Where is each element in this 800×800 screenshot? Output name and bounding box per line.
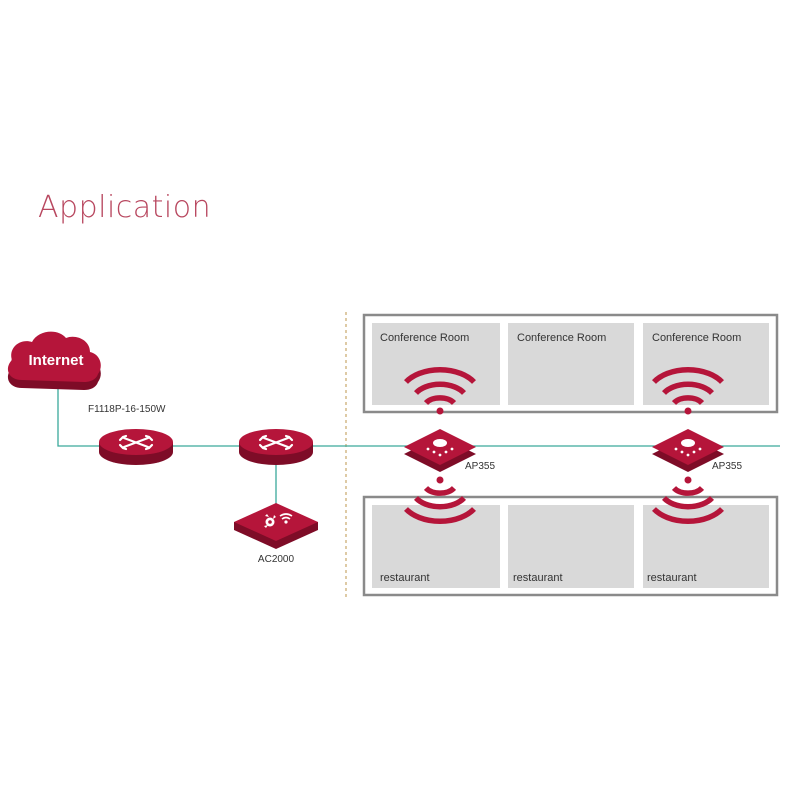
switch-icon	[99, 429, 173, 465]
room-conference-1	[372, 323, 500, 405]
internet-cloud: Internet	[7, 331, 101, 390]
wifi-signal-dot	[684, 407, 692, 415]
room-label-conference-2: Conference Room	[517, 332, 606, 344]
wifi-signal-icon	[404, 366, 476, 406]
page-title: Application	[38, 190, 212, 225]
ap-left	[404, 429, 476, 472]
core-switch	[239, 429, 313, 465]
room-label-restaurant-1: restaurant	[380, 572, 430, 584]
cloud-icon	[7, 331, 101, 390]
wifi-signal-dot	[684, 476, 692, 484]
link-internet-to-switch	[57, 376, 100, 447]
room-label-restaurant-3: restaurant	[647, 572, 697, 584]
access-point-icon	[652, 429, 724, 472]
access-point-icon	[404, 429, 476, 472]
room-label-conference-1: Conference Room	[380, 332, 469, 344]
wifi-signal-dot	[436, 407, 444, 415]
switch-icon	[239, 429, 313, 465]
room-conference-2	[508, 323, 634, 405]
room-restaurant-2	[508, 505, 634, 588]
ap-left-label: AP355	[465, 461, 495, 472]
poe-switch-label: F1118P-16-150W	[88, 404, 166, 415]
wifi-signal-icon	[404, 485, 476, 525]
internet-label: Internet	[28, 352, 83, 369]
wifi-signal-icon	[652, 366, 724, 406]
room-label-conference-3: Conference Room	[652, 332, 741, 344]
wifi-signal-dot	[436, 476, 444, 484]
ap-right-label: AP355	[712, 461, 742, 472]
controller-label: AC2000	[258, 554, 295, 565]
ap-right	[652, 429, 724, 472]
room-label-restaurant-2: restaurant	[513, 572, 563, 584]
controller	[234, 503, 318, 549]
poe-switch	[99, 429, 173, 465]
gear-wifi-icon	[234, 503, 318, 549]
wifi-signal-icon	[652, 485, 724, 525]
